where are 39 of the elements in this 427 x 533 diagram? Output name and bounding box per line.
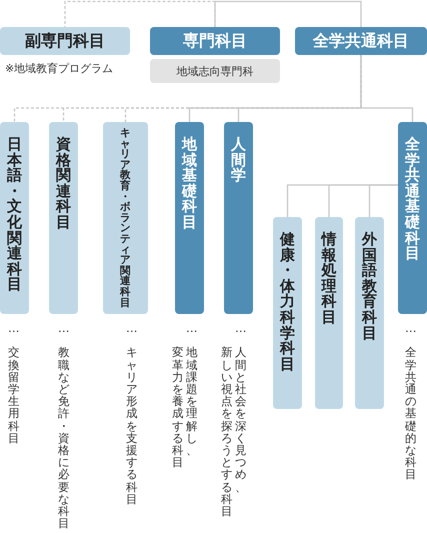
category-box	[150, 27, 280, 55]
note-text: ※地域教育プログラム	[5, 61, 114, 76]
description-text: 変革力を養成する科目	[172, 346, 184, 468]
description-text: … 地域課題を理解し、	[186, 322, 198, 456]
description-text: … 全学共通の基礎的な科目	[405, 322, 416, 481]
category-box	[175, 122, 204, 314]
category-box	[398, 122, 427, 314]
category-title: 専門科目	[183, 30, 247, 52]
category-box	[0, 27, 130, 55]
connector-line	[214, 0, 362, 27]
category-box	[103, 122, 148, 314]
category-box	[224, 122, 253, 314]
category-box	[295, 27, 427, 55]
category-title: 外国語教育科目	[360, 232, 378, 342]
connector-line	[64, 0, 216, 27]
category-title: 人間学	[230, 137, 247, 184]
description-text: … キャリア形成を支援する科目	[126, 322, 138, 506]
category-title: 副専門科目	[25, 30, 105, 52]
category-box	[355, 217, 384, 409]
category-title: 全学共通基礎科目	[404, 137, 421, 262]
description-text: … 交換留学生用科目	[8, 322, 20, 444]
connector-line	[360, 55, 414, 122]
category-box	[0, 122, 29, 314]
category-title: 健康・体力科学科目	[278, 232, 296, 372]
description-text: 新しい視点を探ろうとする科目	[221, 346, 232, 518]
category-title: キャリア教育・ボランティア関連科目	[118, 128, 132, 308]
category-box	[49, 122, 78, 314]
category-title: 日本語・文化関連科目	[6, 137, 23, 293]
description-text: … 教職など免許・資格に必要な科目	[58, 322, 70, 530]
category-title: 全学共通科目	[313, 30, 409, 52]
category-title: 地域基礎科目	[180, 137, 198, 231]
category-box	[315, 217, 343, 409]
category-title: 資格関連科目	[54, 137, 72, 231]
category-title: 情報処理科目	[320, 232, 338, 326]
category-box	[150, 59, 280, 83]
category-title: 地域志向専門科	[176, 64, 254, 78]
connector-line	[368, 184, 398, 217]
category-box	[273, 217, 302, 409]
description-text: … 人間と社会を深く見つめ、	[235, 322, 246, 493]
